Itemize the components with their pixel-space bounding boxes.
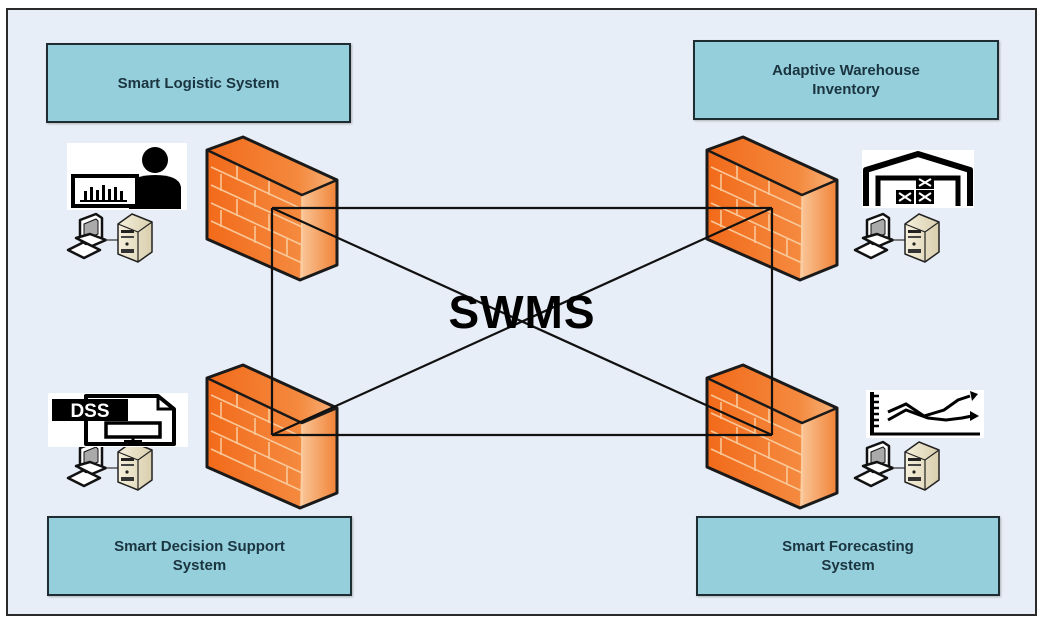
node-adaptive-warehouse-inventory: Adaptive Warehouse Inventory bbox=[693, 40, 999, 120]
node-label: Smart Forecasting System bbox=[782, 538, 914, 574]
node-label: Smart Logistic System bbox=[117, 74, 280, 92]
dss-icon-text: DSS bbox=[70, 401, 109, 422]
connection-top-right-to-bottom-left bbox=[271, 206, 773, 437]
node-smart-decision-support-system: Smart Decision Support System bbox=[47, 516, 352, 596]
analyst-user-icon bbox=[67, 143, 187, 210]
node-label: Adaptive Warehouse Inventory bbox=[772, 62, 920, 98]
center-label-swms: SWMS bbox=[448, 286, 596, 338]
node-label: Smart Decision Support System bbox=[114, 538, 285, 574]
workstation-server-top-right-icon bbox=[853, 212, 941, 264]
workstation-server-bottom-left-icon bbox=[66, 440, 154, 492]
node-smart-forecasting-system: Smart Forecasting System bbox=[696, 516, 1000, 596]
workstation-server-bottom-right-icon bbox=[853, 440, 941, 492]
connection-lines bbox=[270, 206, 774, 437]
warehouse-icon bbox=[862, 150, 974, 208]
workstation-server-top-left-icon bbox=[66, 212, 154, 264]
node-smart-logistic-system: Smart Logistic System bbox=[46, 43, 351, 123]
dss-file-icon: DSS bbox=[48, 393, 188, 447]
forecast-chart-icon bbox=[866, 390, 984, 438]
